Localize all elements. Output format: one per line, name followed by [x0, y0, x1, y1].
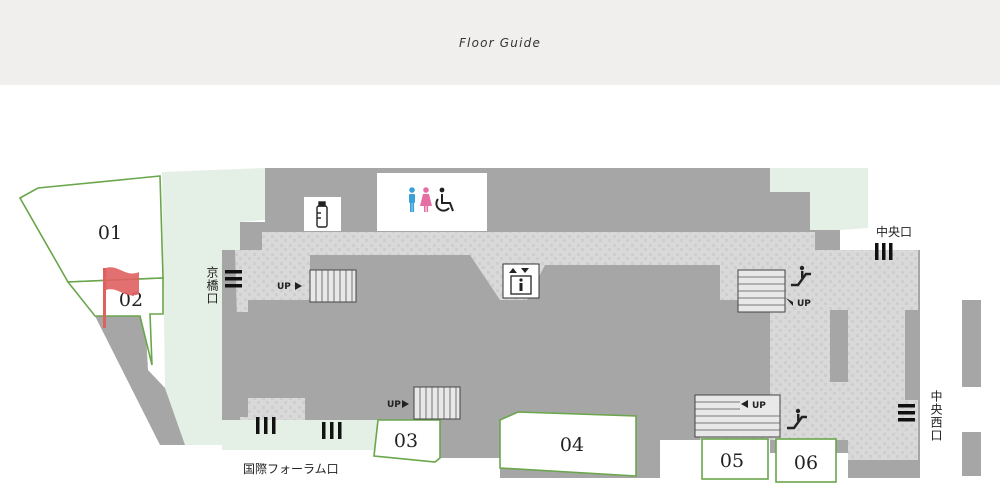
shop-04-area[interactable] [499, 411, 637, 477]
arrow-right-icon [402, 400, 409, 408]
building-stub-2 [962, 432, 981, 476]
red-flag-icon [103, 267, 139, 328]
pillar-east [830, 310, 848, 382]
stairs-up-label-1: UP [277, 282, 291, 292]
shop-05-area[interactable] [701, 438, 769, 480]
pillar-west [232, 312, 248, 417]
exit-kokusai-forum-label: 国際フォーラム口 [243, 462, 339, 476]
central-core [310, 300, 700, 395]
stairs-up-label-2: UP [387, 400, 401, 410]
exit-chuo-label: 中央口 [876, 224, 912, 239]
shop-04-label: 04 [560, 434, 584, 456]
staircase-kyobashi [309, 269, 357, 303]
wheelchair-icon [435, 187, 454, 212]
exit-marker-forum-2 [322, 422, 342, 439]
shop-06-label: 06 [794, 452, 818, 474]
building-stub-1 [962, 300, 981, 387]
arrow-right-icon [295, 282, 302, 290]
building-west-wing [95, 316, 185, 445]
escalator-north [737, 269, 786, 313]
escalator-south [694, 394, 781, 438]
exit-marker-chuo [875, 243, 893, 260]
exit-marker-chuo-nishi [898, 404, 915, 422]
page-title: Floor Guide [458, 35, 542, 50]
open-space-south [222, 420, 377, 450]
restroom-box [377, 173, 487, 231]
escalator-up-label-2: UP [752, 401, 766, 411]
pillar-far-east [905, 310, 920, 400]
exit-marker-forum-1 [256, 417, 276, 434]
arrow-left-icon [741, 400, 748, 408]
escalator-up-label-1: UP [797, 299, 811, 309]
elevator-icon [509, 268, 532, 295]
shop-03-area[interactable] [373, 419, 441, 463]
shop-03-label: 03 [394, 430, 418, 452]
escalator-icon [787, 408, 807, 430]
man-icon [409, 187, 415, 212]
shop-05-label: 05 [720, 450, 744, 472]
shop-01-area[interactable] [18, 175, 164, 283]
exit-chuo-nishi-label: 中央西口 [929, 389, 943, 442]
shop-02-area[interactable] [66, 277, 164, 366]
page-header: Floor Guide [0, 0, 1000, 85]
exit-kyobashi-label: 京橋口 [205, 266, 219, 305]
open-space-west [162, 168, 265, 445]
arrow-left-icon [786, 298, 793, 306]
exit-marker-kyobashi [225, 270, 242, 288]
shop-01-label: 01 [98, 222, 122, 244]
staircase-south [413, 386, 461, 420]
shop-06-area[interactable] [775, 438, 837, 483]
baby-bottle-icon [316, 201, 328, 228]
escalator-icon [791, 265, 811, 287]
woman-icon [420, 187, 432, 212]
